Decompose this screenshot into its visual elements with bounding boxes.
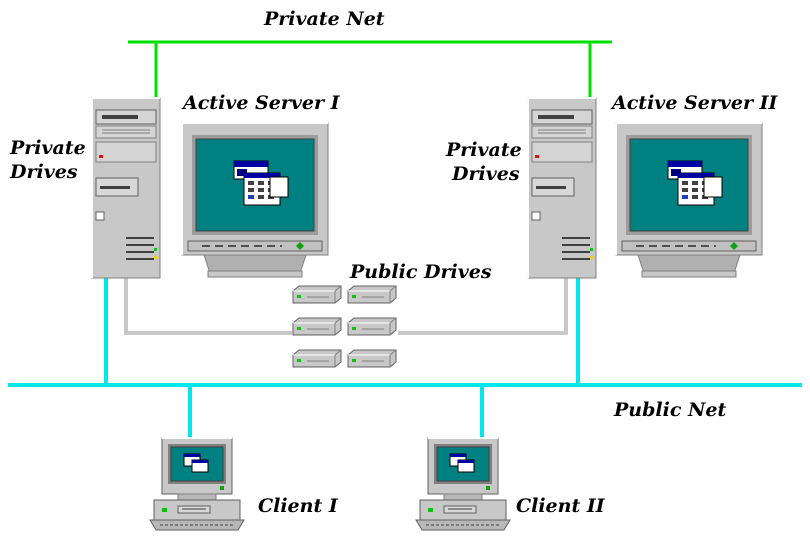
public-drive <box>347 317 397 336</box>
public-net-label: Public Net <box>614 399 727 421</box>
private-drives-right-line-2: Drives <box>452 163 520 185</box>
client-1-label: Client I <box>258 495 338 517</box>
public-drive <box>292 317 342 336</box>
active-server-1-label: Active Server I <box>183 92 340 114</box>
private-drives-right-line-1: Private <box>446 139 522 161</box>
private-drives-left-line-1: Private <box>10 137 86 159</box>
public-drive <box>292 285 342 304</box>
server-1-tower <box>91 97 161 279</box>
private-drives-right-label: Private Drives <box>446 138 522 186</box>
client-2-label: Client II <box>516 495 605 517</box>
private-drives-left-line-2: Drives <box>10 161 78 183</box>
client-2-computer <box>415 437 511 531</box>
server-2-monitor <box>615 122 763 278</box>
private-drives-left-label: Private Drives <box>10 136 86 184</box>
public-drives-label: Public Drives <box>350 261 492 283</box>
server-2-tower <box>527 97 597 279</box>
public-drive <box>292 349 342 368</box>
public-drives-array <box>292 285 397 368</box>
client-1-computer <box>149 437 245 531</box>
drive-cables <box>124 278 568 335</box>
active-server-2-label: Active Server II <box>612 92 778 114</box>
public-net-link <box>8 278 802 438</box>
public-drive <box>347 349 397 368</box>
server-1-monitor <box>181 122 329 278</box>
private-net-label: Private Net <box>264 8 385 30</box>
public-drive <box>347 285 397 304</box>
private-net-link <box>128 40 612 104</box>
